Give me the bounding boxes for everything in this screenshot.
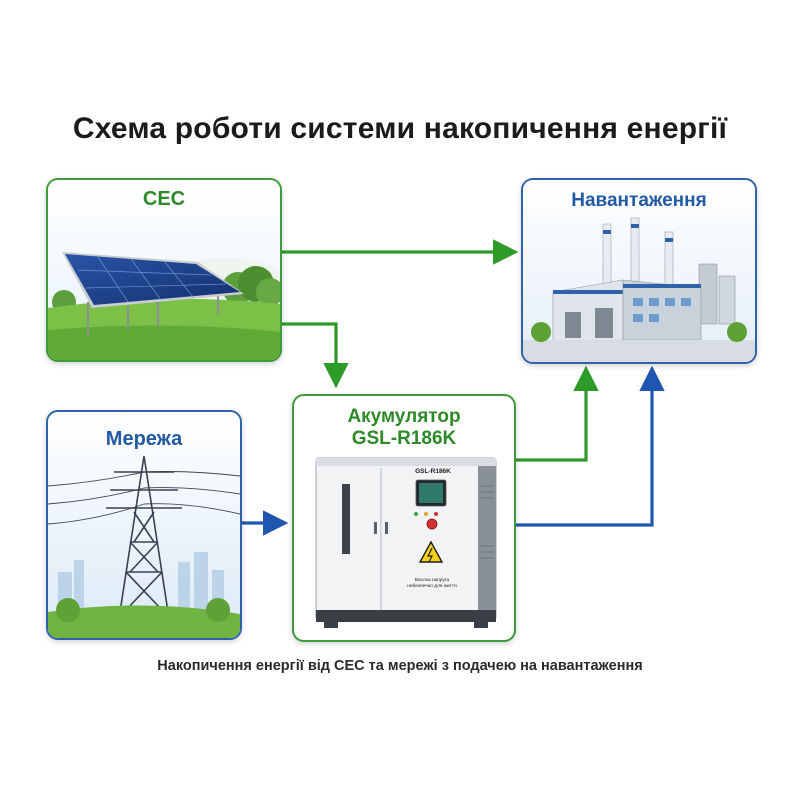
arrow-battery-to-load-blue [514,365,665,527]
diagram-caption: Накопичення енергії від СЕС та мережі з … [157,658,643,674]
node-load: Навантаження [521,178,757,364]
power-tower-illustration [48,412,240,638]
solar-panels-illustration [48,180,280,360]
node-battery: Акумулятор GSL-R186K GSL-R186K [292,394,516,642]
battery-label-line1: Акумулятор [347,406,461,427]
battery-label: Акумулятор GSL-R186K [294,406,514,450]
factory-illustration [523,180,755,362]
warning-text-line1: Висока напруга [414,578,450,583]
node-ses: СЕС [46,178,282,362]
warning-text-line2: небезпечно для життя [407,584,457,589]
ses-label: СЕС [142,188,186,210]
arrow-battery-to-load-green [514,365,599,462]
grid-label: Мережа [105,428,183,450]
warning-text: Висока напруга небезпечно для життя [402,578,462,590]
battery-label-line2: GSL-R186K [351,428,457,449]
cabinet-model-text: GSL-R186K [415,468,451,475]
arrow-ses-to-battery [280,322,349,389]
node-grid: Мережа [46,410,242,640]
diagram-title: Схема роботи системи накопичення енергії [72,112,728,145]
load-label: Навантаження [571,190,707,211]
battery-cabinet-illustration [315,457,497,628]
